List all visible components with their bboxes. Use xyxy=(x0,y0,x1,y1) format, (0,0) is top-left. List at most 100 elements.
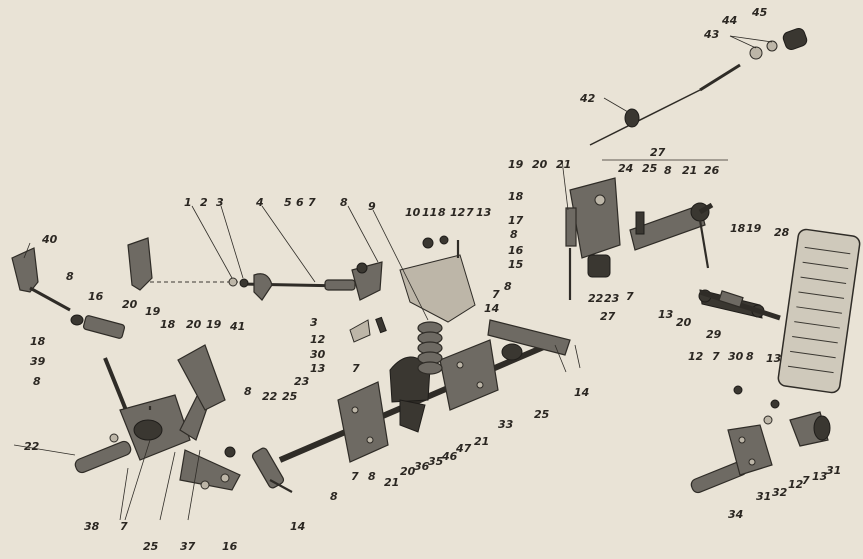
callout-13: 13 xyxy=(310,362,326,375)
callout-25: 25 xyxy=(282,390,298,403)
callout-7: 7 xyxy=(626,290,634,303)
callout-15: 15 xyxy=(508,258,524,271)
callout-8: 8 xyxy=(244,385,252,398)
callout-8: 8 xyxy=(438,206,446,219)
callout-19: 19 xyxy=(145,305,161,318)
callout-20: 20 xyxy=(676,316,692,329)
callout-46: 46 xyxy=(441,450,458,463)
upper-linkage-cable xyxy=(127,237,387,343)
callout-7: 7 xyxy=(352,362,360,375)
callout-21: 21 xyxy=(556,158,571,171)
callout-22: 22 xyxy=(588,292,604,305)
callout-24: 24 xyxy=(618,162,633,175)
callout-7: 7 xyxy=(712,350,720,363)
callout-31: 31 xyxy=(756,490,771,503)
callout-25: 25 xyxy=(642,162,658,175)
callout-7: 7 xyxy=(120,520,128,533)
callout-35: 35 xyxy=(428,455,444,468)
callout-12: 12 xyxy=(450,206,466,219)
callout-28: 28 xyxy=(774,226,790,239)
callout-13: 13 xyxy=(658,308,674,321)
callout-26: 26 xyxy=(704,164,720,177)
callout-18: 18 xyxy=(508,190,524,203)
callout-12: 12 xyxy=(788,478,804,491)
callout-19: 19 xyxy=(508,158,524,171)
callout-39: 39 xyxy=(30,355,46,368)
callout-13: 13 xyxy=(766,352,782,365)
callout-7: 7 xyxy=(466,206,474,219)
callout-18: 18 xyxy=(730,222,746,235)
callout-27: 27 xyxy=(650,146,666,159)
callout-8: 8 xyxy=(504,280,512,293)
callout-7: 7 xyxy=(351,470,359,483)
callout-19: 19 xyxy=(206,318,222,331)
callout-44: 44 xyxy=(721,14,737,27)
callout-40: 40 xyxy=(41,233,58,246)
callout-20: 20 xyxy=(400,465,416,478)
rod-29 xyxy=(699,289,781,321)
callout-12: 12 xyxy=(310,333,326,346)
callout-31: 31 xyxy=(826,464,841,477)
callout-38: 38 xyxy=(84,520,100,533)
lower-link-14 xyxy=(251,447,293,493)
callout-16: 16 xyxy=(222,540,238,553)
callout-23: 23 xyxy=(294,375,310,388)
callout-21: 21 xyxy=(682,164,697,177)
callout-6: 6 xyxy=(296,196,304,209)
leader-lines xyxy=(13,35,773,521)
callout-11: 11 xyxy=(422,206,437,219)
rod-38 xyxy=(74,440,132,474)
callout-32: 32 xyxy=(772,486,788,499)
callout-30: 30 xyxy=(310,348,326,361)
lower-right-bracket xyxy=(727,385,831,476)
accelerator-pedal xyxy=(698,228,861,394)
callout-20: 20 xyxy=(122,298,138,311)
callout-13: 13 xyxy=(476,206,492,219)
callout-8: 8 xyxy=(66,270,74,283)
callout-16: 16 xyxy=(508,244,524,257)
callout-34: 34 xyxy=(728,508,743,521)
callout-5: 5 xyxy=(284,196,292,209)
callout-4: 4 xyxy=(255,196,264,209)
callout-19: 19 xyxy=(746,222,762,235)
callout-25: 25 xyxy=(534,408,550,421)
central-shaft-assembly xyxy=(278,319,571,463)
callout-17: 17 xyxy=(508,214,524,227)
callout-47: 47 xyxy=(455,442,472,455)
callout-9: 9 xyxy=(368,200,376,213)
callout-18: 18 xyxy=(30,335,46,348)
callout-18: 18 xyxy=(160,318,176,331)
callout-25: 25 xyxy=(143,540,159,553)
callout-20: 20 xyxy=(532,158,548,171)
callout-22: 22 xyxy=(262,390,278,403)
callout-8: 8 xyxy=(510,228,518,241)
callout-30: 30 xyxy=(728,350,744,363)
callout-8: 8 xyxy=(330,490,338,503)
callout-20: 20 xyxy=(186,318,202,331)
callout-3: 3 xyxy=(310,316,318,329)
callout-43: 43 xyxy=(703,28,720,41)
callout-16: 16 xyxy=(88,290,104,303)
callout-42: 42 xyxy=(579,92,596,105)
callout-labels: 40 8 16 20 19 18 39 8 22 38 7 25 37 18 2… xyxy=(24,6,841,553)
callout-22: 22 xyxy=(24,440,40,453)
callout-14: 14 xyxy=(574,386,589,399)
callout-45: 45 xyxy=(751,6,768,19)
callout-7: 7 xyxy=(308,196,316,209)
callout-14: 14 xyxy=(290,520,305,533)
callout-7: 7 xyxy=(492,288,500,301)
callout-37: 37 xyxy=(180,540,196,553)
callout-21: 21 xyxy=(474,435,489,448)
callout-12: 12 xyxy=(688,350,704,363)
throttle-cable xyxy=(589,27,808,146)
spring-and-bracket xyxy=(399,235,476,375)
callout-8: 8 xyxy=(664,164,672,177)
callout-8: 8 xyxy=(368,470,376,483)
callout-8: 8 xyxy=(340,196,348,209)
callout-23: 23 xyxy=(604,292,620,305)
callout-29: 29 xyxy=(706,328,722,341)
upper-bracket-assembly xyxy=(565,177,714,300)
callout-21: 21 xyxy=(384,476,399,489)
callout-36: 36 xyxy=(414,460,430,473)
